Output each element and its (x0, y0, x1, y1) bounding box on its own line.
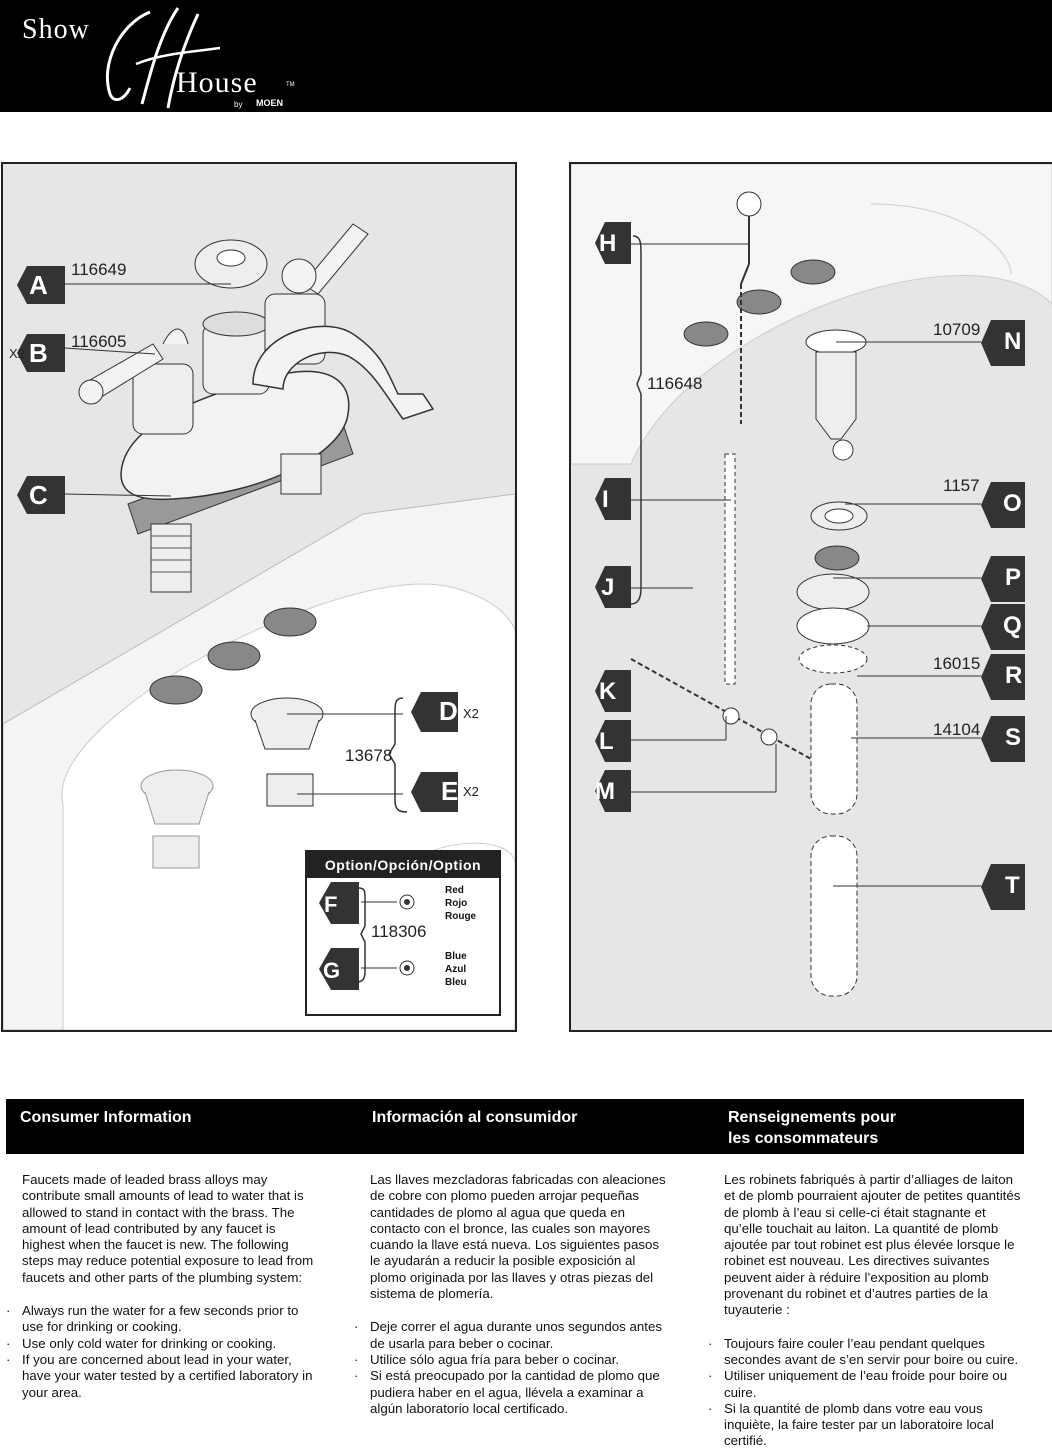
label-E: E (441, 776, 459, 806)
list-item: If you are concerned about lead in your … (6, 1352, 320, 1401)
label-Q: Q (1003, 612, 1022, 639)
info-body-en: Faucets made of leaded brass alloys may … (22, 1172, 314, 1285)
label-I: I (602, 486, 609, 513)
list-item: Deje correr el agua durante unos segundo… (354, 1319, 668, 1352)
part-number-R: 16015 (933, 654, 981, 673)
label-A: A (29, 270, 48, 300)
info-body-fr: Les robinets fabriqués à partir d’alliag… (724, 1172, 1021, 1318)
blue-es: Azul (445, 964, 467, 975)
quantity-E: X2 (463, 784, 479, 799)
logo-show: Show (22, 14, 90, 45)
label-M: M (595, 778, 615, 805)
part-number-FG: 118306 (371, 922, 427, 941)
red-es: Rojo (445, 898, 468, 909)
label-J: J (601, 574, 615, 601)
drain-illustration (571, 164, 1052, 997)
sh-monogram-icon (105, 7, 221, 109)
list-item: Use only cold water for drinking or cook… (6, 1336, 320, 1353)
info-list-fr: Toujours faire couler l’eau pendant quel… (708, 1336, 1026, 1450)
label-F: F (324, 892, 338, 917)
color-red: Red Rojo Rouge (445, 884, 476, 923)
brand-header: Show House TM by MOEN (0, 0, 1052, 112)
red-fr: Rouge (445, 911, 477, 922)
logo-house: House (176, 66, 258, 99)
part-number-DE: 13678 (345, 746, 393, 765)
info-column-fr: Les robinets fabriqués à partir d’alliag… (708, 1172, 1026, 1450)
logo-by: by (234, 100, 243, 109)
part-number-O: 1157 (943, 476, 980, 495)
list-item: Utiliser uniquement de l’eau froide pour… (708, 1368, 1026, 1401)
part-number-HJ: 116648 (647, 374, 703, 393)
red-en: Red (445, 885, 464, 896)
label-R: R (1005, 662, 1023, 689)
indicator-discs-illustration (319, 882, 415, 990)
info-body-es: Las llaves mezcladoras fabricadas con al… (370, 1172, 666, 1302)
label-D: D (439, 696, 458, 726)
label-T: T (1005, 872, 1020, 899)
drain-parts-diagram: H I J K L M 116648 N O P Q R S T 10709 1… (569, 162, 1052, 1032)
faucet-parts-diagram: A B C D E 116649 116605 X2 X2 X2 13678 O… (1, 162, 517, 1032)
heading-fr-1: Renseignements pour (728, 1109, 897, 1126)
label-S: S (1005, 724, 1022, 751)
option-box: Option/Opción/Option F G 118306 Red Rojo… (305, 850, 501, 1016)
label-L: L (599, 728, 614, 755)
label-N: N (1004, 328, 1022, 355)
part-number-A: 116649 (71, 260, 127, 279)
quantity-D: X2 (463, 706, 479, 721)
heading-fr-2: les consommateurs (728, 1130, 879, 1147)
heading-es: Información al consumidor (372, 1109, 578, 1126)
label-B: B (29, 338, 48, 368)
info-list-es: Deje correr el agua durante unos segundo… (354, 1319, 668, 1417)
option-title: Option/Opción/Option (307, 852, 499, 878)
logo-moen: MOEN (256, 98, 283, 108)
quantity-B: X2 (9, 346, 25, 361)
info-list-en: Always run the water for a few seconds p… (6, 1303, 320, 1401)
label-H: H (599, 230, 617, 257)
label-K: K (599, 678, 617, 705)
heading-en: Consumer Information (20, 1109, 192, 1126)
blue-en: Blue (445, 951, 467, 962)
part-number-S: 14104 (933, 720, 981, 739)
list-item: Always run the water for a few seconds p… (6, 1303, 320, 1336)
part-number-B: 116605 (71, 332, 127, 351)
label-C: C (29, 480, 48, 510)
blue-fr: Bleu (445, 977, 467, 988)
list-item: Si está preocupado por la cantidad de pl… (354, 1368, 668, 1417)
color-blue: Blue Azul Bleu (445, 950, 467, 989)
list-item: Si la quantité de plomb dans votre eau v… (708, 1401, 1026, 1450)
consumer-info-header-bar: Consumer Information Información al cons… (6, 1099, 1024, 1154)
label-G: G (323, 958, 341, 983)
list-item: Toujours faire couler l’eau pendant quel… (708, 1336, 1026, 1369)
part-number-N: 10709 (933, 320, 981, 339)
logo-tm: TM (286, 82, 295, 88)
label-O: O (1003, 490, 1022, 517)
info-column-en: Faucets made of leaded brass alloys may … (6, 1172, 320, 1401)
info-column-es: Las llaves mezcladoras fabricadas con al… (354, 1172, 668, 1417)
label-P: P (1005, 564, 1022, 591)
list-item: Utilice sólo agua fría para beber o coci… (354, 1352, 668, 1369)
